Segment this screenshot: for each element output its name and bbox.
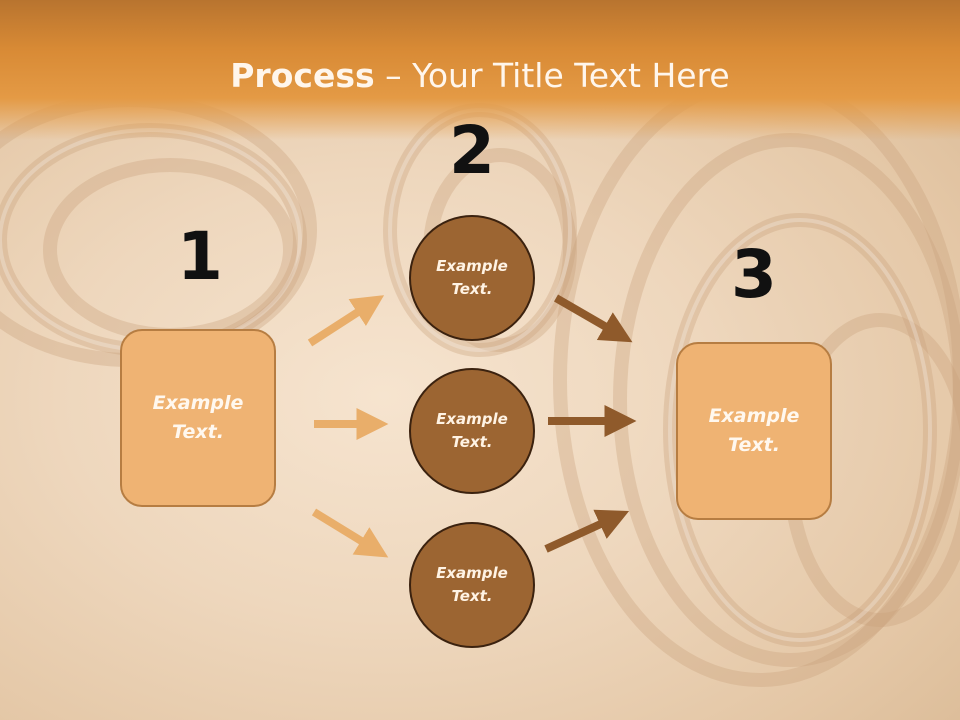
step-number-2: 2 <box>449 112 495 189</box>
circle-middle-text: Example Text. <box>436 410 508 451</box>
arrow-left-to-top <box>307 295 385 347</box>
right-box-text: Example Text. <box>708 405 800 456</box>
header-band <box>0 0 960 140</box>
arrow-left-to-bottom <box>311 508 389 558</box>
slide-title: Process – Your Title Text Here <box>0 54 960 98</box>
circle-top-text: Example Text. <box>436 257 508 298</box>
step-number-1: 1 <box>177 218 223 295</box>
title-rest: – Your Title Text Here <box>374 56 730 95</box>
circle-bottom-text: Example Text. <box>436 564 508 605</box>
circle-bottom: Example Text. <box>409 522 535 648</box>
left-box-text: Example Text. <box>152 392 244 443</box>
circle-top: Example Text. <box>409 215 535 341</box>
circle-middle: Example Text. <box>409 368 535 494</box>
right-box: Example Text. <box>676 342 832 520</box>
step-number-3: 3 <box>731 236 777 313</box>
arrow-top-to-right <box>553 294 633 343</box>
arrow-bottom-to-right <box>544 509 630 553</box>
title-strong: Process <box>230 56 375 95</box>
left-box: Example Text. <box>120 329 276 507</box>
